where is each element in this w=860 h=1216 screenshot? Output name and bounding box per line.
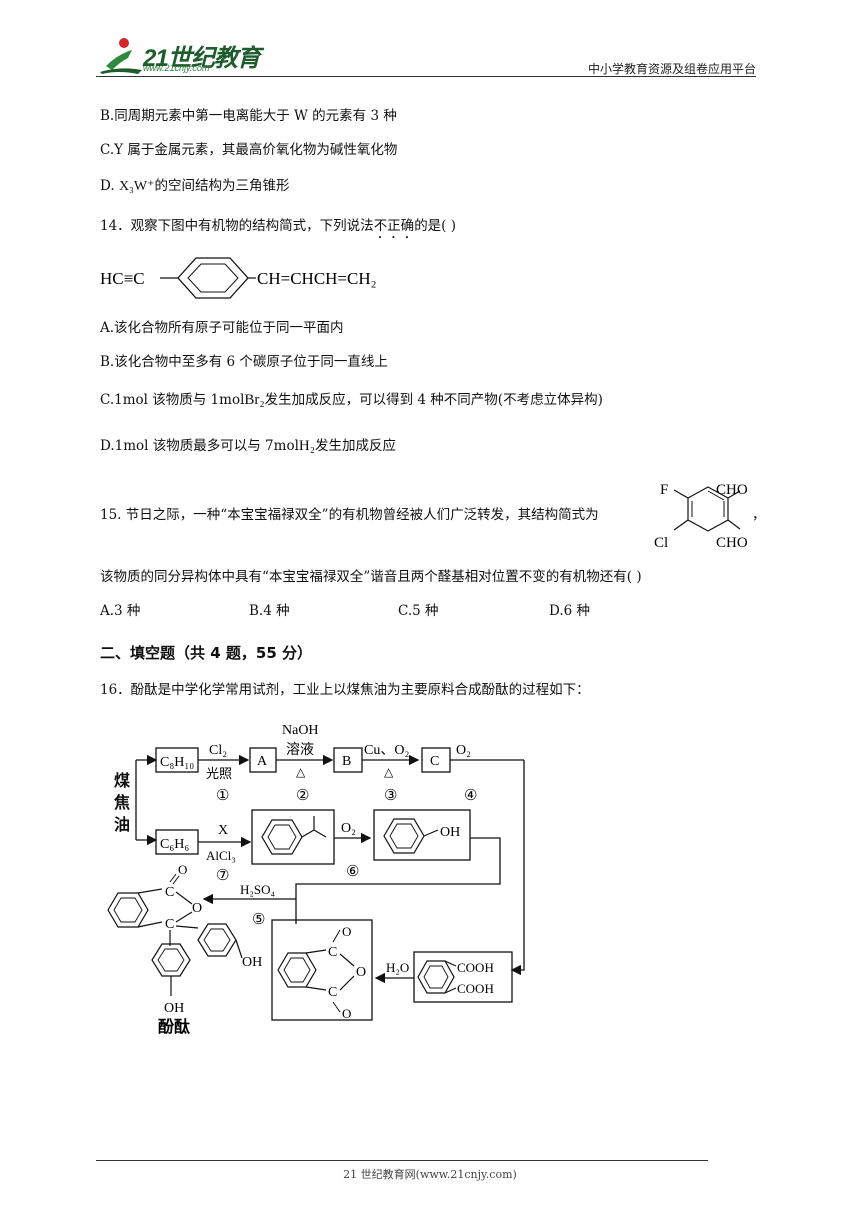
phthalic-anhydride-box bbox=[271, 919, 373, 1021]
section-2-title: 二、填空题（共 4 题，55 分） bbox=[100, 644, 312, 662]
step-4: ④ bbox=[464, 788, 477, 804]
logo-text: 21世纪教育 bbox=[143, 45, 261, 72]
anhydride-oxygen-top: O bbox=[342, 924, 351, 939]
q13-option-d-formula: X₃W⁺ bbox=[118, 179, 155, 194]
product-label: 酚酞 bbox=[158, 1017, 190, 1036]
site-subtitle: 中小学教育资源及组卷应用平台 bbox=[587, 62, 756, 76]
cl2-label: Cl₂ bbox=[209, 743, 227, 758]
h2o-label: H₂O bbox=[386, 960, 409, 975]
phenol-box bbox=[373, 809, 471, 861]
q15-option-b: B.4 种 bbox=[249, 603, 290, 619]
q14-stem-text: 14．观察下图中有机物的结构简式，下列说法 bbox=[100, 218, 374, 234]
q15-option-d: D.6 种 bbox=[549, 603, 591, 619]
anhydride-oxygen-bottom: O bbox=[342, 1006, 351, 1021]
carbonyl-oxygen-label: O bbox=[178, 862, 187, 877]
q13-option-b: B.同周期元素中第一电离能大于 W 的元素有 3 种 bbox=[100, 108, 397, 124]
logo-runner-icon bbox=[100, 38, 142, 74]
header-divider bbox=[96, 76, 756, 77]
light-label: 光照 bbox=[206, 766, 232, 781]
q14-option-c-suffix: 发生加成反应，可以得到 4 种不同产物(不考虑立体异构) bbox=[264, 392, 603, 408]
q16-synthesis-flowchart: 煤 焦 油 C₈H₁₀ Cl₂ 光照 ① A NaOH 溶液 △ ② B Cu、… bbox=[107, 723, 525, 1036]
phenolphthalein-oh-right: OH bbox=[242, 955, 262, 970]
q13-option-d-suffix: 的空间结构为三角锥形 bbox=[154, 178, 290, 194]
ring-oxygen-label: O bbox=[192, 901, 202, 916]
aldehyde-label-top: CHO bbox=[716, 482, 748, 498]
chloro-label: Cl bbox=[654, 535, 668, 551]
q14-option-c-prefix: C.1mol 该物质与 1mol bbox=[100, 392, 245, 408]
phenolphthalein-oh-bottom: OH bbox=[164, 1001, 184, 1016]
anhydride-carbon-top: C bbox=[328, 945, 337, 960]
q14-stem-end: 的是( ) bbox=[414, 218, 457, 234]
cumene-box bbox=[251, 809, 335, 865]
q13-option-d-prefix: D. bbox=[100, 178, 119, 194]
coal-tar-label-1: 煤 bbox=[114, 771, 130, 790]
anhydride-carbon-bottom: C bbox=[328, 985, 337, 1000]
q14-option-b: B.该化合物中至多有 6 个碳原子位于同一直线上 bbox=[100, 354, 388, 370]
coal-tar-label-2: 焦 bbox=[113, 793, 130, 812]
q15-option-a: A.3 种 bbox=[100, 603, 141, 619]
q15-structure-diagram: F Cl CHO CHO bbox=[654, 482, 748, 551]
cooh-label-top: COOH bbox=[457, 960, 494, 975]
phenol-oh-label: OH bbox=[440, 825, 460, 840]
c8h10-label: C₈H₁₀ bbox=[160, 755, 194, 770]
q14-structure-left: HC≡C bbox=[100, 269, 145, 288]
q15-stem-continued: 该物质的同分异构体中具有“本宝宝福禄双全”谐音且两个醛基相对位置不变的有机物还有… bbox=[100, 569, 642, 585]
phthalic-acid-box bbox=[413, 951, 513, 1003]
q14-option-d-suffix: 发生加成反应 bbox=[314, 438, 396, 454]
phenolphthalein-structure: C O O C OH OH 酚酞 bbox=[107, 862, 262, 1036]
q14-option-a: A.该化合物所有原子可能位于同一平面内 bbox=[100, 320, 344, 336]
o2-label-2: O₂ bbox=[341, 821, 356, 836]
step-3: ③ bbox=[384, 788, 397, 804]
q14-option-c-formula: Br₂ bbox=[244, 392, 265, 408]
q15-stem: 15. 节日之际，一种“本宝宝福禄双全”的有机物曾经被人们广泛转发，其结构简式为 bbox=[100, 507, 599, 523]
q15-option-c: C.5 种 bbox=[398, 603, 439, 619]
q14-option-d: D.1mol 该物质最多可以与 7molH₂发生加成反应 bbox=[100, 436, 396, 456]
x-label: X bbox=[218, 823, 228, 838]
central-carbon-label: C bbox=[165, 917, 174, 932]
heat-label-1: △ bbox=[296, 765, 306, 779]
carbonyl-carbon-label: C bbox=[165, 885, 174, 900]
q15-comma: ， bbox=[752, 507, 766, 523]
q14-stem: 14．观察下图中有机物的结构简式，下列说法不正确的是( ) bbox=[100, 216, 456, 242]
q14-option-d-prefix: D.1mol 该物质最多可以与 7mol bbox=[100, 438, 299, 454]
q14-stem-emphasis: 不正确 bbox=[373, 218, 415, 234]
q14-option-c: C.1mol 该物质与 1molBr₂发生加成反应，可以得到 4 种不同产物(不… bbox=[100, 390, 603, 410]
step-7: ⑦ bbox=[216, 868, 229, 884]
alcl3-label: AlCl₃ bbox=[206, 848, 236, 863]
logo-url: www.21cnjy.com bbox=[143, 63, 210, 73]
heat-label-2: △ bbox=[384, 765, 394, 779]
fluoro-label: F bbox=[660, 482, 668, 498]
coal-tar-label-3: 油 bbox=[114, 815, 130, 834]
b-label: B bbox=[342, 754, 351, 769]
q14-structure-diagram: HC≡C CH=CHCH=CH₂ bbox=[100, 257, 377, 299]
anhydride-ring-oxygen: O bbox=[356, 965, 366, 980]
q13-option-d: D. X₃W⁺的空间结构为三角锥形 bbox=[100, 176, 290, 197]
footer-text: 21 世纪教育网(www.21cnjy.com) bbox=[343, 1168, 517, 1181]
step-2: ② bbox=[296, 788, 309, 804]
q14-option-d-formula: H₂ bbox=[298, 438, 315, 454]
c6h6-label: C₆H₆ bbox=[160, 837, 189, 852]
q14-structure-right: CH=CHCH=CH₂ bbox=[257, 269, 377, 288]
a-label: A bbox=[257, 754, 268, 769]
step-1: ① bbox=[216, 788, 229, 804]
h2so4-label: H₂SO₄ bbox=[240, 882, 276, 897]
naoh-label: NaOH bbox=[282, 723, 319, 738]
cu-o2-label: Cu、O₂ bbox=[364, 743, 409, 758]
q13-option-c: C.Y 属于金属元素，其最高价氧化物为碱性氧化物 bbox=[100, 142, 398, 158]
q16-stem: 16．酚酞是中学化学常用试剂，工业上以煤焦油为主要原料合成酚酞的过程如下： bbox=[100, 682, 590, 698]
aldehyde-label-bottom: CHO bbox=[716, 535, 748, 551]
solution-label: 溶液 bbox=[286, 742, 314, 758]
step-6: ⑥ bbox=[346, 864, 359, 880]
c-label: C bbox=[430, 754, 439, 769]
o2-label-1: O₂ bbox=[456, 743, 471, 758]
step-5: ⑤ bbox=[252, 912, 265, 928]
footer-divider bbox=[96, 1160, 708, 1161]
cooh-label-bottom: COOH bbox=[457, 981, 494, 996]
